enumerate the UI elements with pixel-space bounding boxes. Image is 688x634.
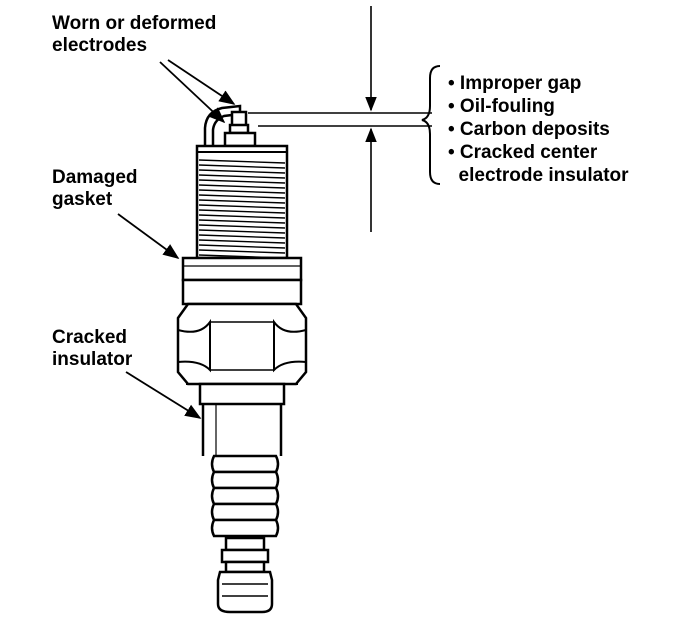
insulator-rib — [210, 470, 280, 490]
thread-line — [198, 199, 286, 204]
gasket-arrow — [117, 213, 180, 259]
insulator-rib — [210, 454, 280, 474]
hex-nut — [176, 302, 308, 386]
thread-line — [198, 244, 286, 249]
thread-line — [198, 164, 286, 169]
thread-line — [198, 229, 286, 234]
insulator-arrow — [125, 371, 202, 419]
thread-line — [198, 249, 286, 254]
insulator-rib — [210, 502, 280, 522]
fault-item: • Cracked center — [448, 142, 598, 163]
label-worn-electrodes: Worn or deformed electrodes — [52, 13, 217, 56]
fault-item: • Oil-fouling — [448, 96, 555, 117]
thread-line — [198, 214, 286, 219]
thread-line — [198, 209, 286, 214]
thread-line — [198, 234, 286, 239]
thread-line — [198, 224, 286, 229]
thread-line — [198, 179, 286, 184]
fault-list-brace — [421, 65, 441, 185]
fault-item: • Carbon deposits — [448, 119, 610, 140]
insulator-upper — [198, 382, 286, 456]
thread-line — [198, 169, 286, 174]
insulator-rib — [210, 486, 280, 506]
insulator-ribs — [210, 454, 280, 538]
fault-item: electrode insulator — [448, 165, 629, 186]
insulator-rib — [210, 518, 280, 538]
thread-line — [198, 184, 286, 189]
fault-list: • Improper gap • Oil-fouling • Carbon de… — [448, 72, 629, 187]
thread-line — [198, 204, 286, 209]
insulator-nose — [223, 131, 257, 148]
thread-line — [198, 194, 286, 199]
gap-measurement — [248, 6, 432, 232]
electrodes-arrow-1 — [167, 59, 236, 105]
gasket — [181, 256, 303, 306]
label-arrows — [117, 59, 236, 419]
fault-item: • Improper gap — [448, 73, 582, 94]
thread-line — [198, 159, 286, 164]
thread-line — [198, 219, 286, 224]
thread-line — [198, 189, 286, 194]
label-damaged-gasket: Damaged gasket — [52, 167, 138, 210]
terminal-nut — [216, 536, 274, 614]
label-cracked-insulator: Cracked insulator — [52, 327, 133, 370]
thread-line — [198, 174, 286, 179]
threaded-body — [195, 144, 289, 260]
electrodes-arrow-2 — [159, 61, 226, 124]
thread-line — [198, 239, 286, 244]
